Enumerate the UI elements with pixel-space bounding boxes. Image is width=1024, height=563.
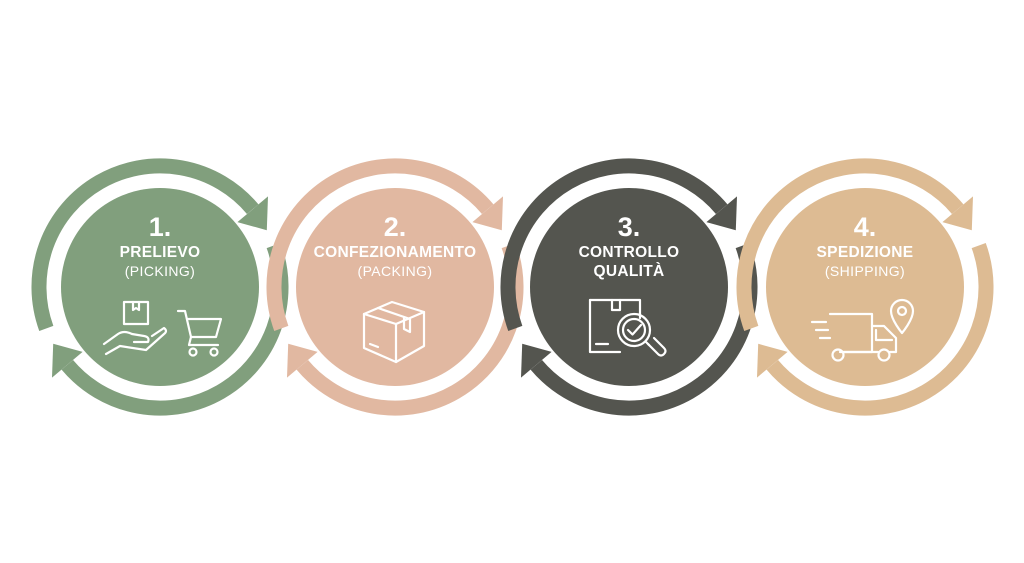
step-3-lower-arrowhead [521, 343, 552, 378]
step-2-number: 2. [383, 212, 407, 242]
step-2-lower-arc [296, 243, 524, 416]
step-2-upper-arrowhead [472, 196, 503, 231]
step-4-label: 4. SPEDIZIONE (SHIPPING) [765, 211, 965, 280]
step-4-lower-arc [766, 243, 994, 416]
step-2-upper-arc [266, 158, 494, 331]
step-2-subtitle: (PACKING) [357, 263, 433, 279]
package-box-icon [362, 300, 426, 364]
step-4-disc [766, 188, 964, 386]
step-1-number: 1. [148, 212, 172, 242]
inspection-magnifier-icon [588, 298, 667, 357]
step-3-upper-arrowhead [706, 196, 737, 231]
step-2-label: 2. CONFEZIONAMENTO (PACKING) [295, 211, 495, 280]
step-2-lower-arrowhead [287, 343, 318, 378]
step-3-number: 3. [617, 212, 641, 242]
step-3-title-line-2: QUALITÀ [593, 263, 665, 280]
step-1-title: PRELIEVO [119, 244, 201, 261]
step-4-title: SPEDIZIONE [816, 244, 914, 261]
step-4-lower-arrowhead [757, 343, 788, 378]
box-on-hand-icon [102, 300, 168, 356]
step-3-disc [530, 188, 728, 386]
step-1-label: 1. PRELIEVO (PICKING) [60, 211, 260, 280]
step-3-upper-arc [500, 158, 728, 331]
shopping-cart-icon [176, 309, 223, 357]
step-3-label: 3. CONTROLLO QUALITÀ [529, 211, 729, 281]
step-1-upper-arc [31, 158, 259, 331]
step-1-upper-arrowhead [237, 196, 268, 231]
delivery-truck-icon [810, 312, 898, 362]
step-4-number: 4. [853, 212, 877, 242]
step-1-lower-arrowhead [52, 343, 83, 378]
step-4-upper-arc [736, 158, 964, 331]
step-1-subtitle: (PICKING) [124, 263, 196, 279]
step-4-subtitle: (SHIPPING) [824, 263, 906, 279]
step-4-upper-arrowhead [942, 196, 973, 231]
step-2-title: CONFEZIONAMENTO [313, 244, 477, 261]
step-2-disc [296, 188, 494, 386]
step-3-title-line-1: CONTROLLO [578, 244, 680, 261]
location-pin-icon [889, 298, 915, 335]
step-2-ring [266, 158, 524, 416]
step-4-ring [736, 158, 994, 416]
